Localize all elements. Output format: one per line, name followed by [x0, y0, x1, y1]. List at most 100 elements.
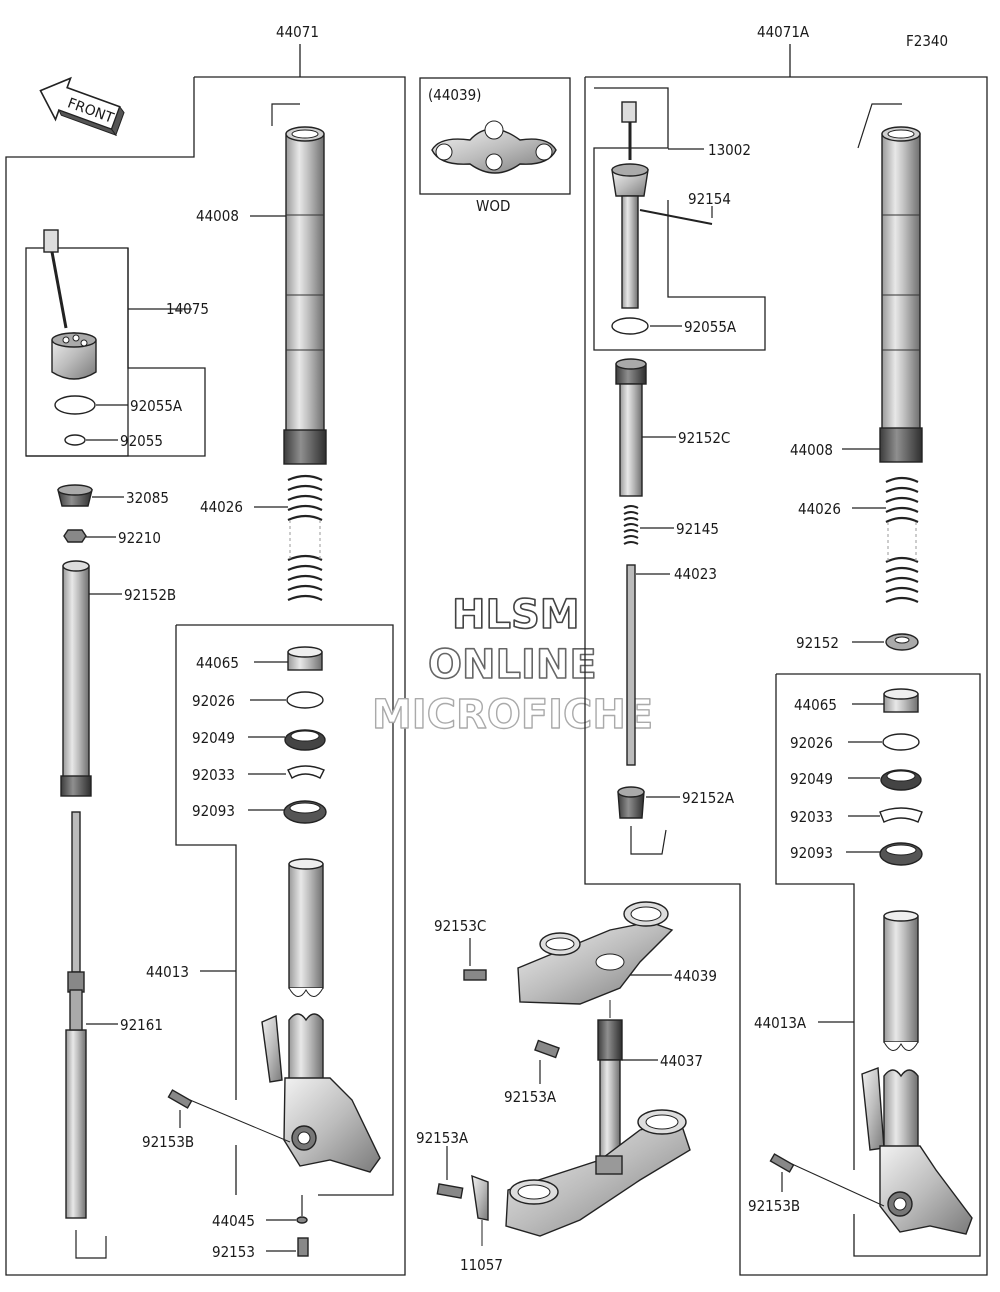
nut	[63, 529, 87, 543]
label-92093-right: 92093	[790, 844, 833, 862]
svg-text:HLSM: HLSM	[452, 592, 580, 638]
adjuster-frame	[593, 87, 766, 351]
small-spring	[623, 505, 639, 545]
oil-seal-right	[880, 769, 922, 791]
pipe-c	[615, 358, 647, 497]
label-92145: 92145	[676, 520, 719, 538]
svg-text:MICROFICHE: MICROFICHE	[372, 692, 653, 738]
label-92055: 92055	[120, 432, 163, 450]
label-44008-left: 44008	[196, 207, 239, 225]
label-92161: 92161	[120, 1016, 163, 1034]
label-92055A-left: 92055A	[130, 397, 183, 415]
label-92153B-left: 92153B	[142, 1133, 194, 1151]
wod-frame	[419, 77, 571, 195]
washer-left	[286, 691, 324, 709]
cap	[57, 484, 93, 507]
label-44037: 44037	[660, 1052, 703, 1070]
circlip-right	[879, 807, 923, 823]
inner-tube	[261, 858, 381, 1173]
right-assembly-frame	[584, 76, 988, 1276]
bushing-right	[883, 688, 919, 713]
label-32085: 32085	[126, 489, 169, 507]
screw	[639, 209, 713, 225]
dust-seal-right	[879, 842, 923, 866]
label-13002: 13002	[708, 141, 751, 159]
label-92153: 92153	[212, 1243, 255, 1261]
damper-unit	[43, 229, 97, 380]
damper-unit-frame	[26, 248, 206, 457]
label-92049-right: 92049	[790, 770, 833, 788]
inner-tube-right	[861, 910, 973, 1235]
label-44065-left: 44065	[196, 654, 239, 672]
washer-right	[882, 733, 920, 751]
label-92153B-right: 92153B	[748, 1197, 800, 1215]
label-14075: 14075	[166, 300, 209, 318]
collar-a	[617, 786, 667, 855]
o-ring-small	[64, 434, 86, 446]
label-44013: 44013	[146, 963, 189, 981]
label-92153A-lower: 92153A	[416, 1129, 469, 1147]
drain-bolt	[297, 1237, 309, 1257]
label-92049-left: 92049	[192, 729, 235, 747]
label-92210: 92210	[118, 529, 161, 547]
label-92154: 92154	[688, 190, 731, 208]
left-assembly-frame	[5, 76, 406, 1276]
pipe-b	[60, 560, 92, 797]
label-92153A-upper: 92153A	[504, 1088, 557, 1106]
spring-right	[885, 476, 919, 603]
bolt-a-lower	[436, 1183, 464, 1199]
label-44008-right: 44008	[790, 441, 833, 459]
collar-b	[885, 633, 919, 651]
label-92153C: 92153C	[434, 917, 486, 935]
spring	[287, 474, 323, 602]
outer-tube	[271, 103, 327, 465]
dust-seal-left	[283, 800, 327, 824]
rod-right	[626, 564, 636, 766]
bracket-11057	[471, 1174, 489, 1246]
label-92055A-right: 92055A	[684, 318, 737, 336]
bolt-b-left	[167, 1089, 291, 1143]
label-92152B: 92152B	[124, 586, 176, 604]
o-ring-a-right	[611, 317, 649, 335]
bolt-a-upper	[534, 1039, 560, 1059]
label-44065-right: 44065	[794, 696, 837, 714]
label-44026-left: 44026	[200, 498, 243, 516]
label-44071A: 44071A	[757, 23, 810, 41]
adjuster	[611, 101, 649, 309]
o-ring-a-left	[54, 395, 96, 415]
seal-kit-frame	[176, 624, 394, 1196]
label-44013A: 44013A	[754, 1014, 807, 1032]
label-44039: 44039	[674, 967, 717, 985]
label-44045: 44045	[212, 1212, 255, 1230]
outer-tube-right	[857, 103, 923, 463]
watermark: HLSM ONLINE MICROFICHE	[371, 591, 654, 739]
label-92033-right: 92033	[790, 808, 833, 826]
gasket	[296, 1216, 308, 1224]
circlip-left	[287, 765, 325, 779]
bolt-b-right	[769, 1153, 885, 1207]
label-92026-left: 92026	[192, 692, 235, 710]
label-92093-left: 92093	[192, 802, 235, 820]
label-44039-wod: (44039)	[428, 86, 481, 104]
svg-text:ONLINE: ONLINE	[428, 642, 597, 688]
figure-id: F2340	[906, 32, 948, 50]
wod-caption: WOD	[476, 197, 510, 215]
seal-kit-frame-right	[776, 673, 981, 1257]
label-92026-right: 92026	[790, 734, 833, 752]
label-92033-left: 92033	[192, 766, 235, 784]
label-44023: 44023	[674, 565, 717, 583]
label-92152A: 92152A	[682, 789, 735, 807]
steering-stem	[505, 1000, 691, 1237]
bushing-left	[287, 646, 323, 671]
label-92152C: 92152C	[678, 429, 730, 447]
bolt-c	[463, 969, 487, 981]
wod-top-bracket	[431, 120, 557, 174]
upper-triple-clamp	[517, 901, 674, 1005]
label-92152: 92152	[796, 634, 839, 652]
oil-seal-left	[284, 729, 326, 751]
rod	[65, 811, 107, 1259]
label-44071: 44071	[276, 23, 319, 41]
label-11057: 11057	[460, 1256, 503, 1274]
